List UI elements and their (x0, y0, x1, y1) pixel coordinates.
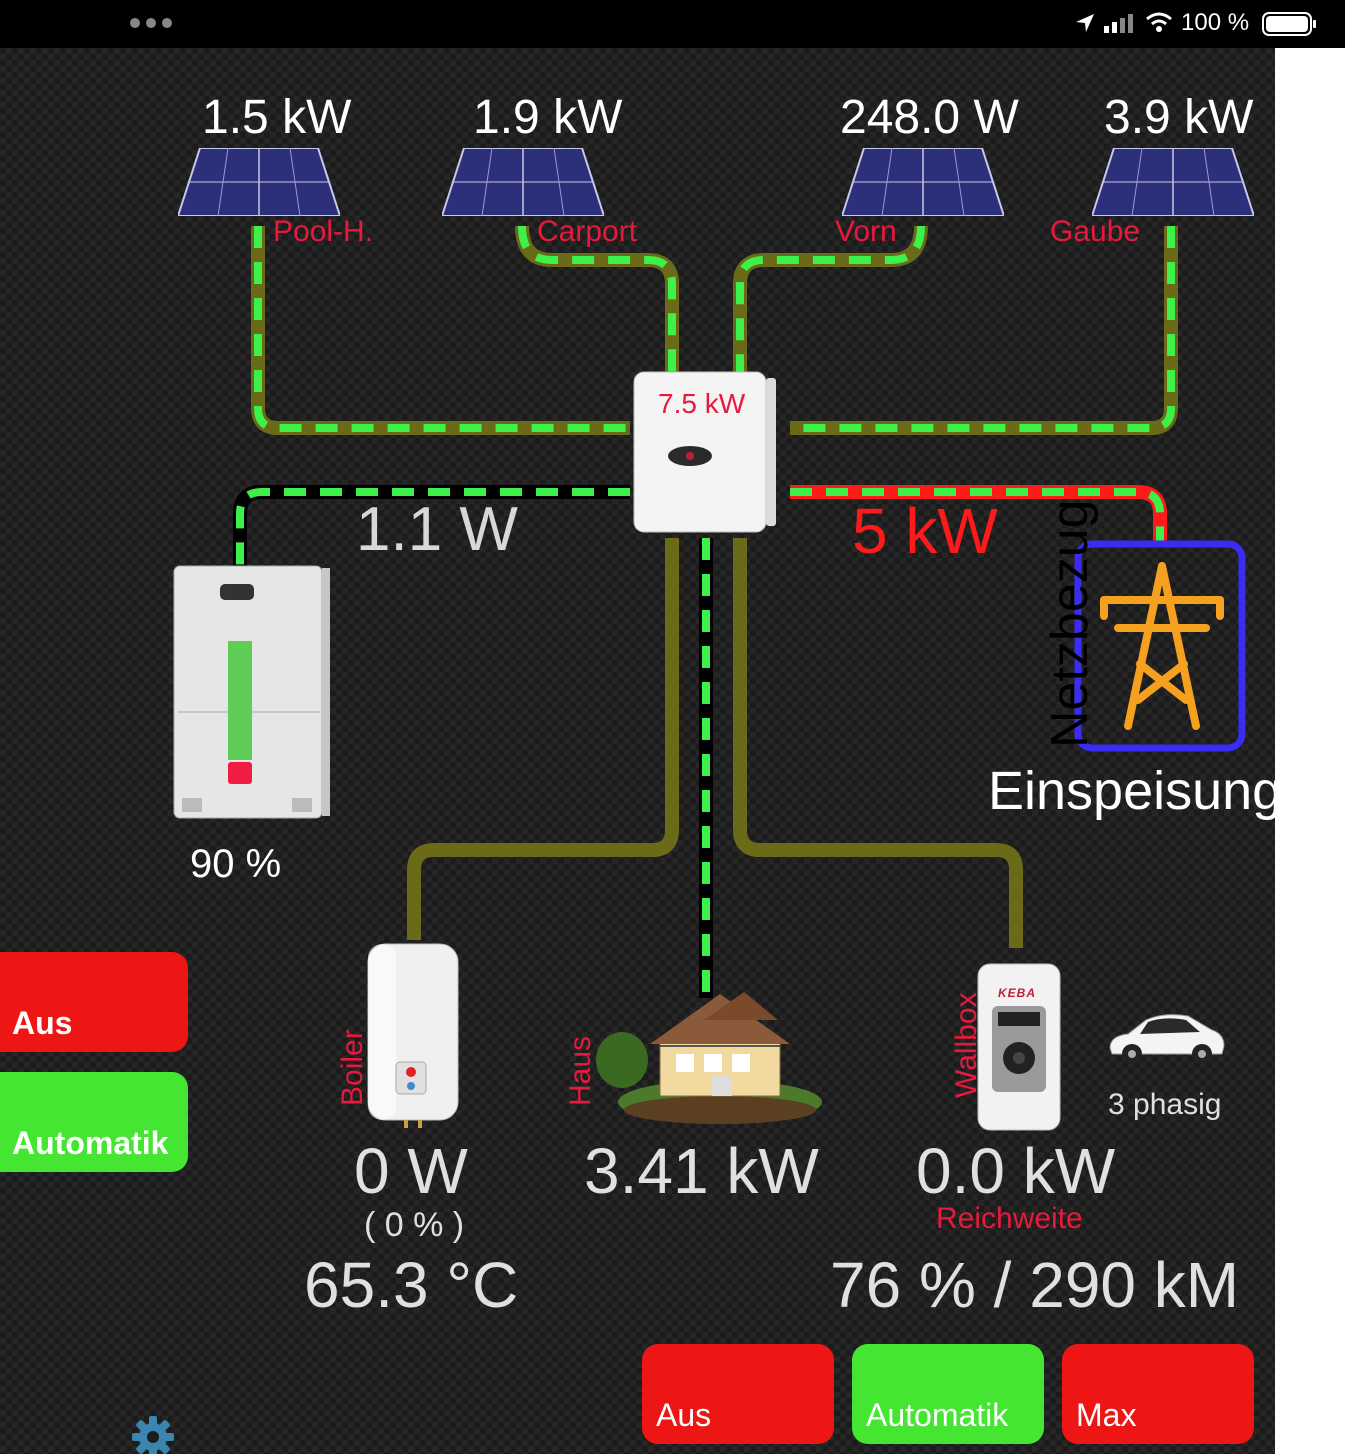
pv-pool-name: Pool-H. (273, 215, 374, 248)
wallbox-off-button[interactable]: Aus (642, 1344, 834, 1444)
wallbox-power-value: 0.0 kW (916, 1135, 1116, 1207)
location-icon (1074, 12, 1096, 39)
pv-carport-name: Carport (537, 215, 638, 248)
wifi-icon (1144, 10, 1174, 39)
solar-panel-icon (842, 148, 1004, 216)
grid-import-label: Netzbezug (1041, 499, 1099, 748)
pv-vorn-value: 248.0 W (840, 91, 1019, 144)
status-battery-icon (1262, 11, 1318, 42)
battery-soc-low-marker (228, 762, 252, 784)
house-power-value: 3.41 kW (584, 1135, 819, 1207)
energy-flow-lines (233, 225, 1178, 998)
wallbox-max-button[interactable]: Max (1062, 1344, 1254, 1444)
solar-panel-icon (1092, 148, 1254, 216)
grid-power-value: 5 kW (852, 495, 998, 567)
solar-panel-icon (178, 148, 340, 216)
wallbox-brand: KEBA (998, 986, 1037, 1000)
water-heater-icon (367, 943, 459, 1128)
solar-panel-icon (442, 148, 604, 216)
pv-pool-value: 1.5 kW (202, 91, 352, 144)
grid-export-label: Einspeisung (988, 761, 1275, 821)
wallbox[interactable]: KEBA (976, 962, 1062, 1132)
wallbox-range-value: 76 % / 290 kM (830, 1249, 1240, 1321)
more-dots-icon[interactable] (128, 16, 178, 30)
wallbox-phase-text: 3 phasig (1108, 1088, 1222, 1121)
pv-gaube-value: 3.9 kW (1104, 91, 1254, 144)
wallbox-range-label: Reichweite (936, 1202, 1083, 1235)
grid-pylon[interactable] (1074, 540, 1246, 752)
house[interactable] (592, 986, 824, 1132)
house-label: Haus (564, 1035, 597, 1106)
battery-soc-bar (228, 628, 252, 784)
signal-icon (1102, 12, 1138, 39)
battery-soc-text: 90 % (190, 842, 282, 886)
gear-icon[interactable] (132, 1416, 174, 1454)
boiler-auto-button[interactable]: Automatik (0, 1072, 188, 1172)
boiler[interactable] (366, 938, 460, 1128)
wallbox-icon (977, 963, 1061, 1131)
electric-car-icon[interactable] (1104, 1006, 1228, 1068)
home-battery[interactable] (172, 564, 332, 828)
wallbox-label: Wallbox (950, 992, 983, 1098)
wallbox-auto-button[interactable]: Automatik (852, 1344, 1044, 1444)
battery-soc-fill (228, 641, 252, 760)
battery-percent-text: 100 % (1181, 9, 1250, 36)
power-pylon-icon (1074, 540, 1246, 752)
energy-dashboard: 1.5 kW 1.9 kW 248.0 W 3.9 kW Pool-H. Car… (0, 48, 1275, 1454)
boiler-label: Boiler (336, 1029, 369, 1106)
boiler-off-button[interactable]: Aus (0, 952, 188, 1052)
boiler-temperature: 65.3 °C (304, 1249, 519, 1321)
status-bar: 100 % (0, 0, 1345, 48)
pv-gaube-name: Gaube (1050, 215, 1141, 248)
pv-carport-value: 1.9 kW (473, 91, 623, 144)
inverter[interactable]: 7.5 kW (632, 370, 778, 536)
pv-vorn-name: Vorn (835, 215, 897, 248)
inverter-power-value: 7.5 kW (658, 388, 746, 419)
battery-power-value: 1.1 W (356, 495, 518, 564)
inverter-icon (633, 371, 776, 533)
boiler-percent: ( 0 % ) (364, 1206, 465, 1244)
house-icon (596, 992, 822, 1124)
battery-icon (173, 565, 330, 819)
boiler-power-value: 0 W (354, 1135, 468, 1207)
